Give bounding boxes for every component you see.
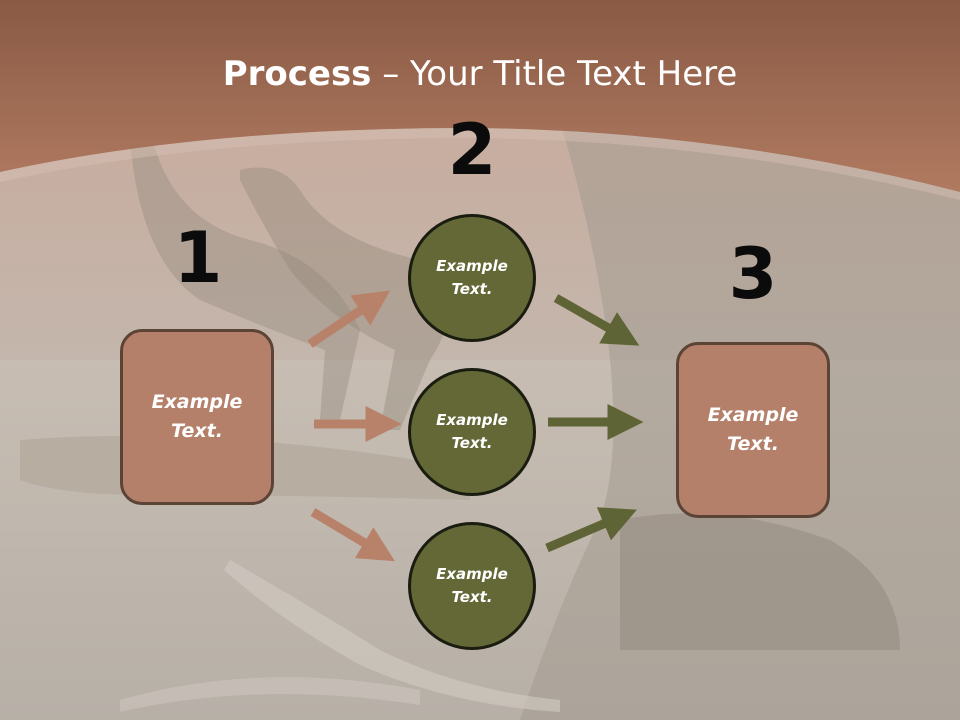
slide-title: Process – Your Title Text Here: [0, 52, 960, 96]
step-number-1: 1: [173, 217, 223, 299]
step-number-2: 2: [447, 109, 497, 191]
step-number-3: 3: [728, 233, 778, 315]
left-step-box: Example Text.: [120, 329, 274, 505]
right-step-box-text: Example Text.: [707, 404, 799, 455]
circle-middle: Example Text.: [408, 368, 536, 496]
circle-bottom: Example Text.: [408, 522, 536, 650]
right-step-box: Example Text.: [676, 342, 830, 518]
circle-top: Example Text.: [408, 214, 536, 342]
circle-bottom-text: Example Text.: [436, 565, 508, 606]
circle-top-text: Example Text.: [436, 257, 508, 298]
left-step-box-text: Example Text.: [151, 391, 243, 442]
circle-middle-text: Example Text.: [436, 411, 508, 452]
title-bold-part: Process: [222, 54, 372, 94]
title-rest-part: – Your Title Text Here: [371, 54, 738, 94]
